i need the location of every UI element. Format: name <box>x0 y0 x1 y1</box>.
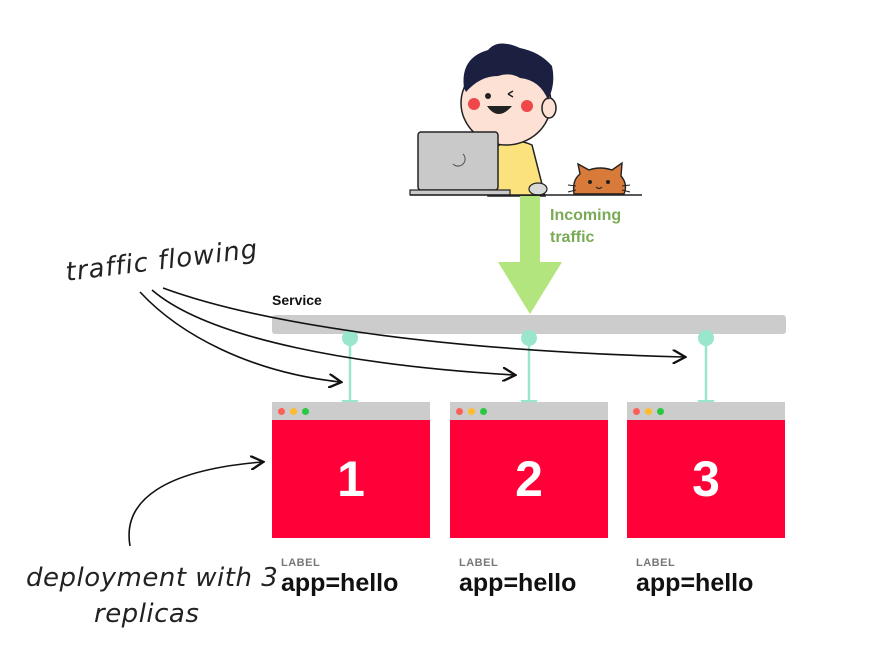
endpoint-3 <box>698 330 714 346</box>
pod-number: 3 <box>627 420 785 538</box>
pod-titlebar <box>450 402 608 420</box>
close-dot-icon <box>456 408 463 415</box>
cat-icon <box>567 161 631 195</box>
pod-number: 2 <box>450 420 608 538</box>
label-value: app=hello <box>281 569 399 597</box>
person-icon <box>460 43 557 197</box>
pod-1-label: LABEL app=hello <box>281 557 398 597</box>
pod-number: 1 <box>272 420 430 538</box>
incoming-traffic-line1: Incoming <box>550 207 622 224</box>
label-title: LABEL <box>281 557 321 569</box>
incoming-traffic-label: Incoming traffic <box>550 205 650 249</box>
maximize-dot-icon <box>302 408 309 415</box>
service-label: Service <box>272 292 322 308</box>
maximize-dot-icon <box>657 408 664 415</box>
traffic-flow-arrows <box>128 287 684 547</box>
pod-titlebar <box>627 402 785 420</box>
minimize-dot-icon <box>290 408 297 415</box>
pod-3-label: LABEL app=hello <box>636 557 753 597</box>
incoming-traffic-line2: traffic <box>550 229 595 246</box>
pod-titlebar <box>272 402 430 420</box>
label-value: app=hello <box>459 569 577 597</box>
pod-3: 3 <box>627 402 785 538</box>
deployment-arrow <box>128 462 262 547</box>
close-dot-icon <box>278 408 285 415</box>
minimize-dot-icon <box>645 408 652 415</box>
deployment-note-line1: deployment with 3 <box>26 563 279 593</box>
traffic-arrow-3 <box>162 287 684 357</box>
close-dot-icon <box>633 408 640 415</box>
endpoint-2 <box>521 330 537 346</box>
traffic-arrow-2 <box>151 289 514 375</box>
incoming-traffic-arrow <box>498 196 562 314</box>
label-value: app=hello <box>636 569 754 597</box>
deployment-note: deployment with 3 replicas <box>26 560 278 632</box>
service-endpoints <box>341 330 715 418</box>
label-title: LABEL <box>459 557 499 569</box>
pod-1: 1 <box>272 402 430 538</box>
label-title: LABEL <box>636 557 676 569</box>
service-bar <box>272 315 786 334</box>
deployment-note-line2: replicas <box>94 599 200 629</box>
pod-2: 2 <box>450 402 608 538</box>
laptop-icon <box>409 131 511 196</box>
minimize-dot-icon <box>468 408 475 415</box>
pod-2-label: LABEL app=hello <box>459 557 576 597</box>
traffic-arrow-1 <box>139 291 340 382</box>
endpoint-1 <box>342 330 358 346</box>
maximize-dot-icon <box>480 408 487 415</box>
